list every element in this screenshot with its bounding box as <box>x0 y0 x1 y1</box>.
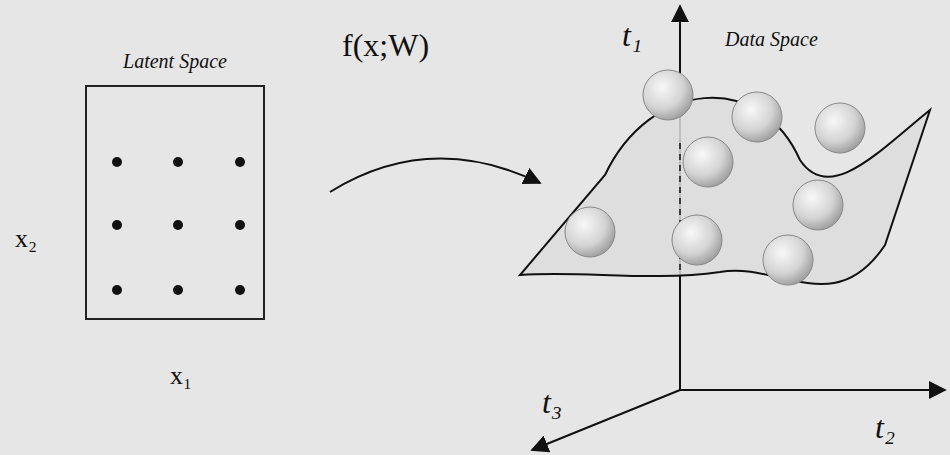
axis-label: t₃ <box>542 385 562 420</box>
function-label: f(x;W) <box>342 28 429 63</box>
axis-label: t₁ <box>622 18 642 53</box>
latent-space-box: Latent Space <box>85 85 265 320</box>
latent-points <box>112 157 245 295</box>
axis-label: x₁ <box>170 362 192 391</box>
box-heading: Latent Space <box>87 50 263 73</box>
axis-label: t₂ <box>875 410 895 445</box>
region-label: Data Space <box>725 28 818 50</box>
manifold-surface <box>520 98 930 284</box>
gaussian-spheres <box>565 70 865 285</box>
mapping-arrow <box>330 159 540 192</box>
axis-label: x₂ <box>15 225 37 254</box>
